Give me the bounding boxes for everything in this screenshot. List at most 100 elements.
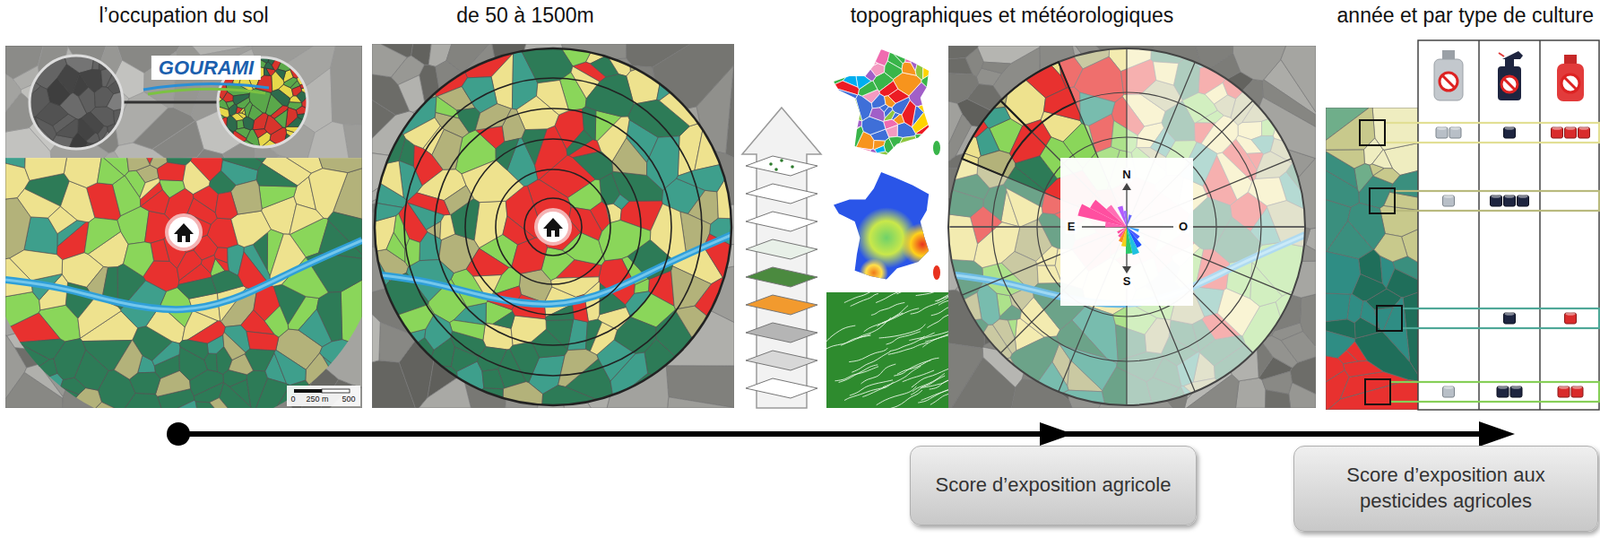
land-parcel [405, 43, 433, 78]
ridge-line [934, 292, 949, 302]
table-row-band [1401, 308, 1600, 329]
land-parcel [1282, 45, 1316, 78]
map-detail [371, 43, 735, 408]
map-detail [26, 53, 126, 153]
sector-ring [948, 48, 1306, 406]
landuse-circle [215, 127, 234, 151]
pesticide-can [1565, 312, 1577, 324]
map-detail [5, 157, 363, 408]
land-parcel [264, 305, 289, 338]
department [842, 113, 848, 131]
land-parcel [371, 160, 404, 198]
land-parcel [671, 266, 712, 310]
pesticide-can-top [1444, 385, 1454, 390]
data-layer [745, 378, 818, 398]
pesticide-can [1557, 386, 1570, 398]
hillshade [826, 292, 949, 408]
buffer-ring [434, 108, 672, 346]
department [833, 87, 858, 111]
ridge-line [882, 365, 921, 387]
land-parcel [179, 339, 208, 360]
land-parcel [474, 200, 508, 248]
land-parcel [1262, 54, 1316, 99]
land-parcel [676, 161, 735, 192]
wind-rose-box [1060, 157, 1194, 306]
photo-circle [105, 142, 126, 153]
step-heading: l’occupation du sol [98, 3, 269, 27]
land-parcel [254, 378, 291, 408]
land-parcel [948, 323, 964, 384]
wind-petal [1126, 214, 1133, 227]
ridge-line [888, 342, 929, 355]
ridge-line [917, 388, 949, 403]
land-parcel [449, 320, 486, 340]
map-detail [1077, 199, 1142, 255]
land-parcel [209, 397, 247, 408]
map-detail [1325, 107, 1419, 410]
land-parcel [510, 315, 546, 346]
land-parcel [694, 121, 735, 171]
land-parcel [960, 92, 984, 124]
ridge-line [931, 302, 949, 316]
land-parcel [678, 46, 706, 87]
department [905, 57, 912, 63]
land-parcel [495, 138, 519, 171]
map-detail [536, 209, 571, 244]
aerial-photo [371, 313, 381, 363]
land-parcel [386, 232, 406, 262]
highlight-sector [1000, 61, 1075, 132]
relief-area [900, 223, 944, 267]
land-parcel [84, 217, 121, 255]
ridge-line [922, 333, 949, 347]
department [879, 80, 899, 96]
map-detail [5, 45, 363, 408]
compass-label: O [1176, 220, 1190, 234]
land-parcel [371, 360, 424, 408]
wind-petal [1089, 199, 1127, 227]
map-detail [1442, 50, 1455, 60]
parcel-marker [1369, 188, 1395, 214]
land-parcel [113, 339, 143, 380]
aerial-photo [948, 58, 973, 75]
department [852, 49, 867, 62]
land-parcel [1325, 293, 1351, 322]
land-parcel [1275, 98, 1298, 120]
landuse-circle [263, 68, 270, 77]
land-parcel [428, 43, 471, 63]
pesticide-can [1517, 195, 1530, 207]
photo-circle [60, 93, 87, 121]
ridge-line [850, 293, 879, 306]
land-parcel [1327, 380, 1419, 410]
pesticide-can-top [1558, 385, 1569, 390]
department [903, 49, 919, 59]
land-parcel [596, 116, 630, 163]
ridge-line [876, 308, 919, 327]
landuse-circle [296, 133, 311, 147]
pesticide-can [1504, 127, 1516, 139]
spray-bottle-icon [1497, 51, 1523, 101]
pesticide-can [1551, 127, 1564, 139]
land-parcel [649, 203, 686, 260]
map-detail [371, 43, 735, 408]
pesticide-can-top [1504, 311, 1515, 316]
data-layer [745, 155, 818, 176]
pesticide-can-top [1572, 385, 1583, 390]
aerial-photo [1280, 331, 1316, 364]
land-parcel [177, 250, 202, 281]
land-parcel [381, 370, 433, 408]
land-parcel [440, 214, 456, 240]
aerial-photo [1288, 382, 1316, 408]
table-row-band [1390, 381, 1600, 402]
pesticide-can [1435, 127, 1448, 139]
land-parcel [993, 389, 1013, 408]
land-parcel [156, 162, 186, 182]
landuse-circle [303, 67, 311, 79]
pesticide-can-top [1444, 194, 1454, 199]
department [833, 49, 843, 61]
layer-dot [769, 162, 773, 166]
land-parcel [948, 45, 976, 101]
map-detail [829, 168, 946, 287]
land-parcel [152, 341, 181, 366]
prohibit-sign [1501, 76, 1518, 93]
